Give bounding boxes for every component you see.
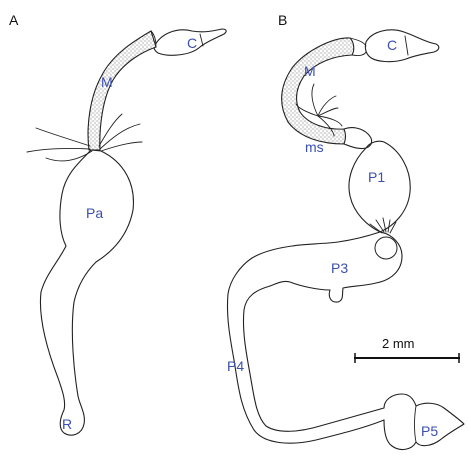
panel-b-p3-label: P3 bbox=[331, 260, 348, 276]
scale-bar: 2 mm bbox=[354, 336, 460, 363]
panel-b-crop-label: C bbox=[387, 37, 397, 53]
panel-b-mixed-segment-label: ms bbox=[305, 139, 324, 155]
panel-b-p1 bbox=[349, 141, 410, 233]
panel-b-p4-label: P4 bbox=[227, 358, 244, 374]
panel-b-p5 bbox=[384, 394, 464, 449]
panel-a-label: A bbox=[9, 12, 19, 28]
panel-b-crop bbox=[365, 30, 438, 62]
panel-a-crop-label: C bbox=[187, 35, 197, 51]
panel-b: B bbox=[227, 12, 464, 449]
scale-bar-label: 2 mm bbox=[382, 336, 415, 351]
panel-a-midgut-label: M bbox=[101, 74, 113, 90]
panel-b-p5-label: P5 bbox=[421, 423, 438, 439]
panel-b-midgut-label: M bbox=[304, 63, 316, 79]
panel-a-paunch-label: Pa bbox=[86, 205, 103, 221]
panel-a-rectum-label: R bbox=[62, 416, 72, 432]
panel-b-label: B bbox=[278, 12, 287, 28]
panel-a-hindgut bbox=[40, 150, 133, 435]
panel-a: A M C Pa R bbox=[9, 12, 226, 435]
panel-b-p3 bbox=[252, 232, 402, 302]
panel-a-tubules bbox=[27, 114, 142, 161]
panel-b-p1-label: P1 bbox=[368, 169, 385, 185]
